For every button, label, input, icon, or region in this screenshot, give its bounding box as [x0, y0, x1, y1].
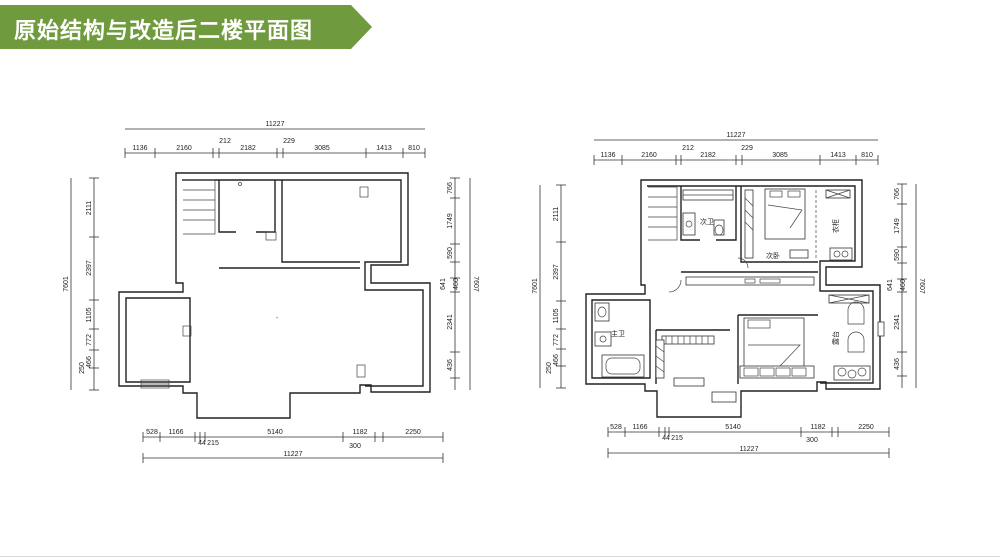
dim-right2-seg-0: 766: [894, 188, 901, 200]
dim-left2-seg-0: 2111: [553, 207, 560, 222]
dim-top-seg-6: 1413: [376, 145, 392, 152]
dim-bottom-seg-7: 2250: [405, 429, 421, 436]
title-banner: 原始结构与改造后二楼平面图: [0, 5, 372, 49]
renovated-right-dimensions: 7607 766 1749 590 641 460 2341 436: [887, 183, 925, 388]
dim-bottom2-seg-2: 44: [662, 435, 670, 442]
dim-top2-seg-5: 3085: [772, 152, 788, 159]
original-left-dimensions: 7601 2111 2397 1105 772 250 466: [63, 177, 99, 391]
dim-bottom2-seg-0: 528: [610, 424, 622, 431]
dim-right2-seg-1: 1749: [894, 218, 901, 234]
renovated-top-dimensions: 11227 1136 2160 212 2182 229 3085 1413 8…: [593, 132, 879, 165]
dim-right-total-2: 7607: [918, 278, 925, 294]
dim-bottom-seg-0: 528: [146, 429, 158, 436]
dim-right2-seg-4: 460: [900, 279, 907, 291]
dim-left-seg-4: 250: [79, 362, 86, 374]
dim-bottom-seg-4: 5140: [267, 429, 283, 436]
dim-bottom-seg-5: 1182: [352, 429, 367, 436]
dim-bottom2-seg-7: 2250: [858, 424, 874, 431]
dim-left2-seg-3: 772: [553, 334, 560, 346]
dim-bottom2-seg-1: 1166: [632, 424, 647, 431]
dim-bottom2-seg-3: 215: [671, 435, 683, 442]
dim-top-seg-2: 212: [219, 138, 231, 145]
renovated-left-dimensions: 7601 2111 2397 1105 772 250 466: [532, 184, 566, 389]
dim-left-total: 7601: [63, 276, 70, 292]
room-label-cloakroom: 衣柜: [831, 219, 840, 233]
original-center-mark: +: [276, 315, 279, 320]
dim-top-total-2: 11227: [727, 132, 746, 139]
original-bottom-dimensions: 528 1166 44 215 5140 1182 300 2250 11227: [142, 429, 444, 463]
room-label-bath-master: 主卫: [611, 329, 625, 338]
dim-top-seg-5: 3085: [314, 145, 330, 152]
original-top-dimensions: 11227 1136 2160 212 2182 229 3085 1413 8…: [124, 121, 426, 158]
room-label-balcony: 露台: [831, 331, 840, 345]
original-right-dimensions: 7607 766 1749 590 641 460 2341 436: [440, 177, 479, 390]
dim-left-seg-5: 466: [86, 356, 93, 368]
dim-top2-seg-7: 810: [861, 152, 873, 159]
dim-top2-seg-6: 1413: [830, 152, 846, 159]
dim-left-total-2: 7601: [532, 278, 539, 294]
dim-bottom-seg-2: 44: [198, 440, 206, 447]
renovated-bottom-dimensions: 528 1166 44 215 5140 1182 300 2250 11227: [607, 424, 890, 458]
dim-bottom-total: 11227: [284, 451, 303, 458]
dim-right-seg-0: 766: [447, 182, 454, 194]
bottom-divider: [0, 556, 1000, 557]
dim-top-seg-0: 1136: [132, 145, 147, 152]
dim-right2-seg-3: 641: [887, 279, 894, 291]
renovated-walls: [585, 179, 881, 418]
dim-right-seg-2: 590: [447, 247, 454, 259]
dim-left2-seg-2: 1105: [553, 308, 560, 323]
dim-right-total: 7607: [472, 276, 479, 292]
original-walls: +: [118, 172, 431, 419]
dim-top2-seg-2: 212: [682, 145, 694, 152]
dim-top2-seg-4: 229: [741, 145, 753, 152]
dim-top2-seg-0: 1136: [600, 152, 615, 159]
dim-bottom-seg-1: 1166: [168, 429, 183, 436]
dim-left2-seg-4: 250: [546, 362, 553, 374]
dim-right2-seg-6: 436: [894, 358, 901, 370]
dim-bottom-total-2: 11227: [740, 446, 759, 453]
dim-left-seg-3: 772: [86, 334, 93, 346]
dim-right-seg-6: 436: [447, 359, 454, 371]
dim-right-seg-3: 641: [440, 278, 447, 290]
dim-top-seg-7: 810: [408, 145, 420, 152]
dim-bottom2-seg-5: 1182: [810, 424, 825, 431]
dim-bottom-seg-3: 215: [207, 440, 219, 447]
dim-top2-seg-1: 2160: [641, 152, 657, 159]
dim-left-seg-1: 2397: [86, 260, 93, 276]
dim-bottom2-seg-6: 300: [806, 437, 818, 444]
dim-right-seg-5: 2341: [447, 314, 454, 330]
dim-top-seg-4: 229: [283, 138, 295, 145]
renovated-furniture: 次卫 次卧 衣柜 主卫 露台: [594, 188, 885, 403]
room-label-bedroom-second: 次卧: [766, 251, 780, 260]
dim-bottom2-seg-4: 5140: [725, 424, 741, 431]
room-label-bath-small: 次卫: [700, 217, 714, 226]
dim-right2-seg-2: 590: [894, 249, 901, 261]
dim-top-total: 11227: [266, 121, 285, 128]
dim-right-seg-1: 1749: [447, 213, 454, 229]
dim-left2-seg-1: 2397: [553, 264, 560, 280]
dim-right2-seg-5: 2341: [894, 314, 901, 330]
dim-top-seg-3: 2182: [240, 145, 256, 152]
dim-top-seg-1: 2160: [176, 145, 192, 152]
dim-top2-seg-3: 2182: [700, 152, 716, 159]
dim-right-seg-4: 460: [453, 278, 460, 290]
page-title: 原始结构与改造后二楼平面图: [14, 19, 314, 44]
dim-left2-seg-5: 466: [553, 354, 560, 366]
dim-left-seg-0: 2111: [86, 201, 93, 216]
dim-bottom-seg-6: 300: [349, 443, 361, 450]
dim-left-seg-2: 1105: [86, 307, 93, 322]
